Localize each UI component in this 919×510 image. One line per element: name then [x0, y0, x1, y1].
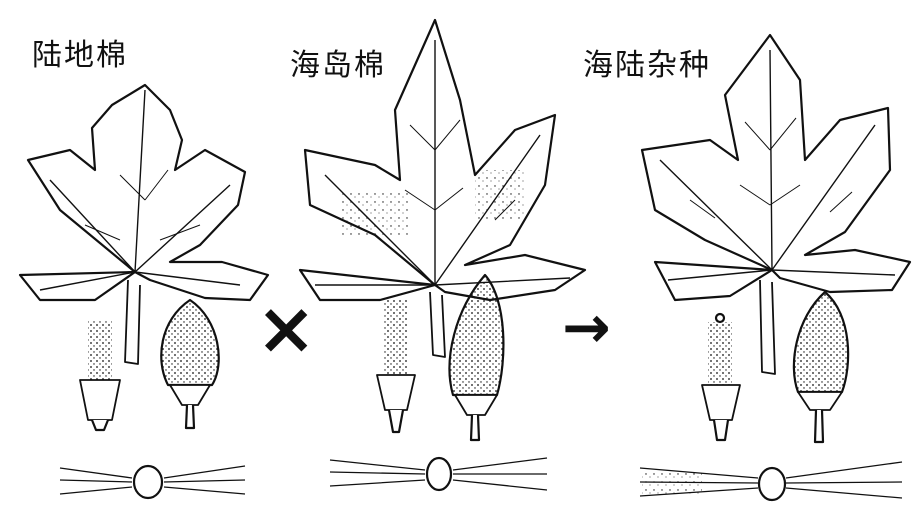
hybrid-seed: [759, 468, 785, 500]
upland-cotton-illustration: [0, 0, 300, 510]
sea-island-seed: [427, 458, 451, 490]
sea-island-cotton-illustration: [285, 0, 585, 510]
hybrid-boll: [794, 292, 848, 392]
hybrid-leaf: [642, 35, 910, 292]
upland-boll: [161, 300, 218, 385]
sea-island-leaf: [305, 20, 585, 300]
upland-leaf: [28, 85, 268, 300]
hybrid-cotton-illustration: [620, 0, 919, 510]
upland-seed: [134, 466, 162, 498]
